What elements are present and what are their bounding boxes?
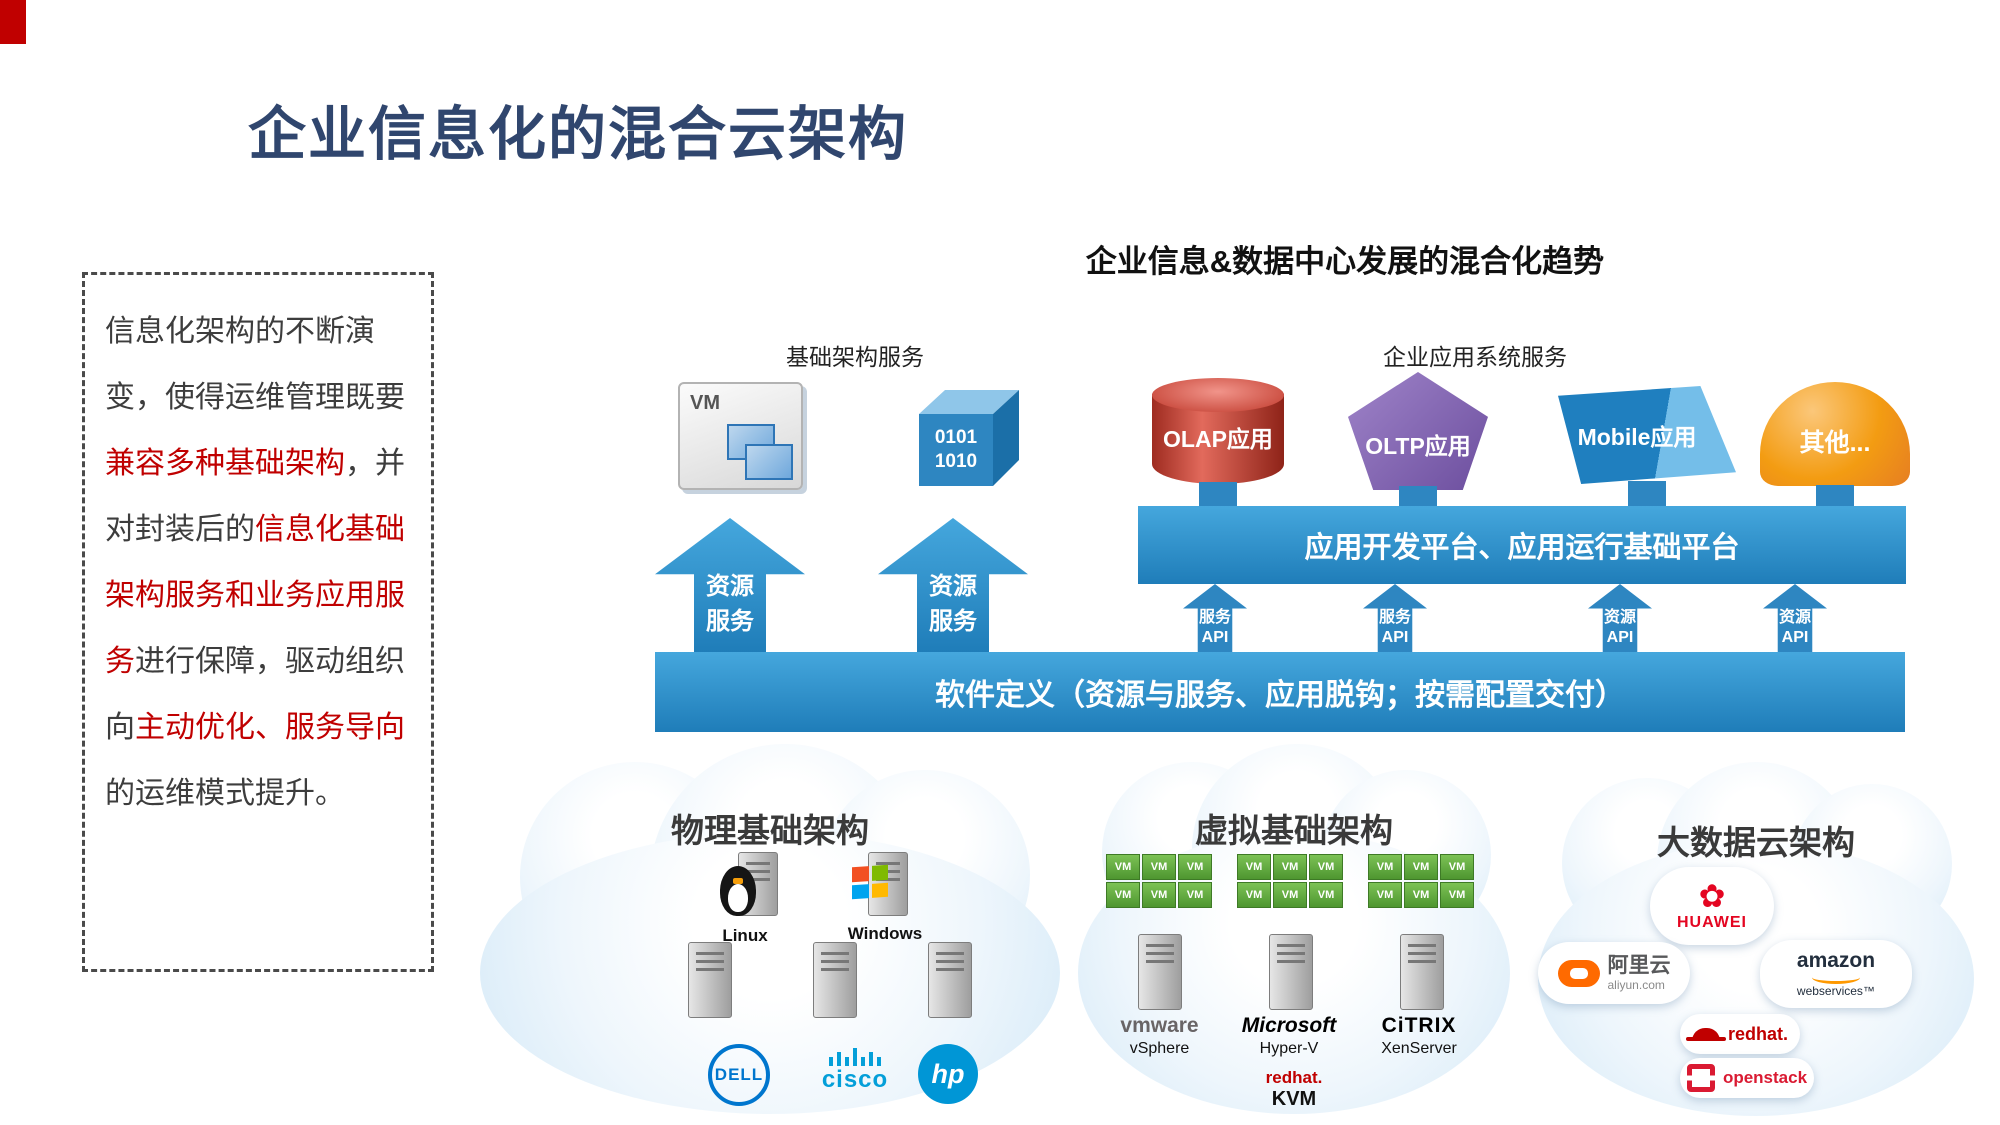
- other-label: 其他...: [1799, 429, 1871, 457]
- vm-cell: VM: [1273, 882, 1307, 908]
- olap-cylinder-icon: OLAP应用: [1152, 378, 1284, 484]
- server-tower-icon: [688, 942, 732, 1018]
- note-segment: ，并对封装后的: [105, 447, 405, 546]
- cloud-title: 虚拟基础架构: [1195, 812, 1393, 849]
- resource-arrow-label: 资源 服务: [929, 573, 977, 635]
- api-arrow-icon: 资源 API: [1763, 584, 1827, 652]
- note-segment: 信息化架构的不断演变，使得运维管理既要: [105, 315, 405, 414]
- mobile-label: Mobile应用: [1577, 424, 1697, 450]
- server-tower-icon: [928, 942, 972, 1018]
- vm-cell: VM: [1273, 854, 1307, 880]
- note-segment-highlight: 信息化基础架构服务和业务应用服务: [105, 513, 405, 678]
- redhat-hat-icon: [1685, 1027, 1726, 1041]
- server-tower-icon: [813, 942, 857, 1018]
- note-segment: 进行保障，驱动组织向: [105, 645, 405, 744]
- aws-logo: amazon webservices™: [1760, 940, 1912, 1008]
- cloud-title: 物理基础架构: [671, 812, 869, 849]
- cloud-title: 大数据云架构: [1657, 824, 1855, 861]
- oltp-label: OLTP应用: [1365, 433, 1471, 459]
- api-arrow-icon: 服务 API: [1363, 584, 1427, 652]
- cisco-logo: cisco: [805, 1048, 905, 1094]
- resource-arrow-label: 资源 服务: [706, 573, 754, 635]
- vm-box-label: VM: [690, 392, 720, 414]
- vm-cell: VM: [1106, 854, 1140, 880]
- corner-accent: [0, 0, 26, 44]
- note-segment-highlight: 兼容多种基础架构: [105, 447, 345, 480]
- pedestal: [1816, 485, 1854, 506]
- oltp-pentagon-icon: OLTP应用: [1348, 372, 1488, 490]
- linux-penguin-icon: [720, 866, 756, 916]
- vm-cell: VM: [1440, 854, 1474, 880]
- amazon-smile-icon: [1812, 971, 1860, 984]
- hp-logo: hp: [918, 1044, 978, 1104]
- note-segment: 的运维模式提升。: [105, 777, 345, 810]
- openstack-logo: openstack: [1680, 1058, 1814, 1098]
- platform-bar: 应用开发平台、应用运行基础平台: [1138, 506, 1906, 584]
- aliyun-cloud-icon: [1557, 959, 1600, 987]
- vm-cell: VM: [1106, 882, 1140, 908]
- page-title: 企业信息化的混合云架构: [248, 101, 909, 167]
- citrix-xenserver-logo: CiTRIX XenServer: [1381, 1014, 1457, 1057]
- mobile-slab-icon: Mobile应用: [1558, 386, 1736, 484]
- dell-logo: DELL: [708, 1044, 770, 1106]
- windows-logo-icon: [852, 864, 888, 900]
- huawei-logo: ✿ HUAWEI: [1650, 867, 1774, 945]
- label-app-services: 企业应用系统服务: [1383, 344, 1567, 370]
- linux-label: Linux: [722, 926, 768, 945]
- vm-cell: VM: [1237, 882, 1271, 908]
- api-arrow-icon: 服务 API: [1183, 584, 1247, 652]
- vm-cell: VM: [1368, 854, 1402, 880]
- redhat-kvm-logo: redhat. KVM: [1265, 1068, 1323, 1110]
- server-tower-icon: [1269, 934, 1313, 1010]
- vm-cell: VM: [1237, 854, 1271, 880]
- vm-cell: VM: [1178, 882, 1212, 908]
- vm-cell: VM: [1178, 854, 1212, 880]
- aliyun-logo: 阿里云 aliyun.com: [1538, 942, 1690, 1004]
- left-note-panel: 信息化架构的不断演变，使得运维管理既要兼容多种基础架构，并对封装后的信息化基础架…: [82, 272, 434, 972]
- vmware-logo: vmware vSphere: [1120, 1014, 1199, 1057]
- other-cloud-icon: 其他...: [1760, 382, 1910, 486]
- vm-cell: VM: [1309, 854, 1343, 880]
- server-tower-icon: [1138, 934, 1182, 1010]
- vm-cell: VM: [1142, 882, 1176, 908]
- pedestal: [1399, 486, 1437, 506]
- windows-label: Windows: [847, 924, 923, 943]
- vm-box-icon: VM: [678, 382, 803, 490]
- monitor-icon: [745, 444, 793, 480]
- pedestal: [1628, 481, 1666, 506]
- note-segment-highlight: 主动优化、服务导向: [135, 711, 405, 744]
- server-tower-icon: [1400, 934, 1444, 1010]
- api-arrow-icon: 资源 API: [1588, 584, 1652, 652]
- vm-cell: VM: [1309, 882, 1343, 908]
- cloud-bigdata: 大数据云架构 ✿ HUAWEI 阿里云 aliyun.com amazon we…: [1532, 762, 1980, 1120]
- label-infra-services: 基础架构服务: [786, 344, 924, 370]
- resource-arrow-icon: 资源 服务: [878, 518, 1028, 652]
- vm-cell: VM: [1404, 882, 1438, 908]
- cloud-physical: 物理基础架构 Linux Windows DELL cisco hp: [470, 744, 1070, 1118]
- microsoft-hyperv-logo: Microsoft Hyper-V: [1241, 1014, 1337, 1057]
- huawei-flower-icon: ✿: [1698, 878, 1726, 914]
- vm-cell: VM: [1142, 854, 1176, 880]
- openstack-square-icon: [1686, 1064, 1715, 1092]
- redhat-logo: redhat.: [1680, 1014, 1800, 1054]
- vm-cell: VM: [1368, 882, 1402, 908]
- pedestal: [1199, 482, 1237, 506]
- olap-label: OLAP应用: [1163, 426, 1273, 452]
- binary-cube-label: 0101 1010: [934, 427, 978, 472]
- binary-cube-icon: 0101 1010: [905, 388, 1020, 488]
- cisco-bars-icon: [805, 1048, 905, 1066]
- software-defined-bar: 软件定义（资源与服务、应用脱钩；按需配置交付）: [655, 652, 1905, 732]
- section-subtitle: 企业信息&数据中心发展的混合化趋势: [1085, 244, 1605, 279]
- resource-arrow-icon: 资源 服务: [655, 518, 805, 652]
- vm-cell: VM: [1440, 882, 1474, 908]
- vm-cell: VM: [1404, 854, 1438, 880]
